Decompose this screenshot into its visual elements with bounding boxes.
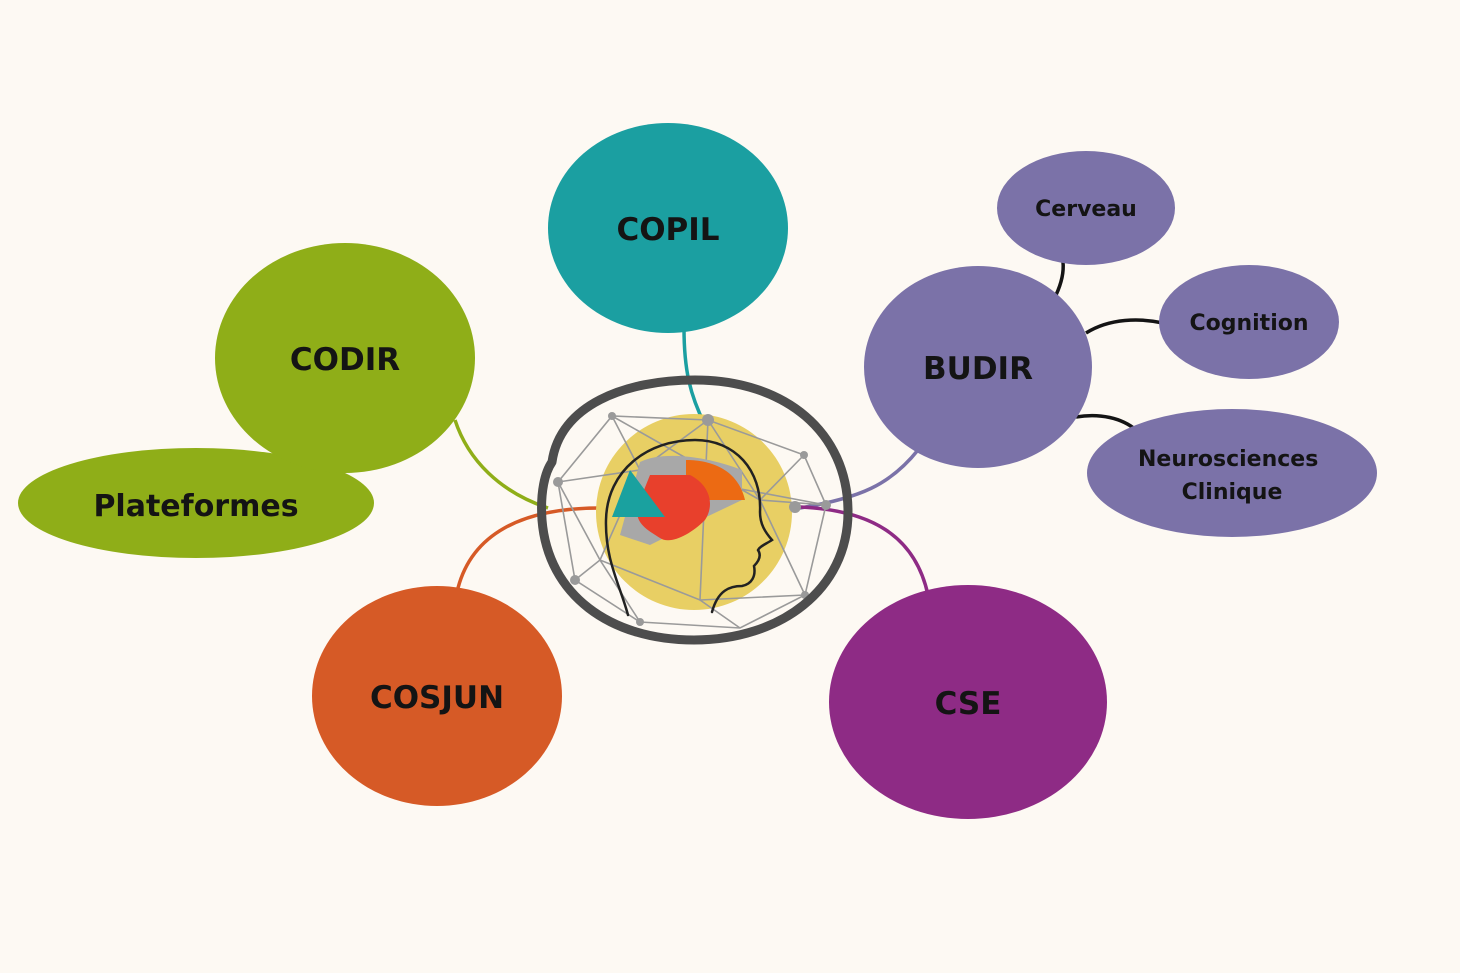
node-copil-bubble [548,123,788,333]
node-copil-label: COPIL [616,212,719,248]
node-cosjun-bubble [312,586,562,806]
connectors [453,261,1164,596]
brain-red-segment [637,475,710,541]
node-cosjun-label: COSJUN [370,680,504,716]
node-plateformes[interactable]: Plateformes [18,448,374,558]
node-codir-bubble [215,243,475,473]
connector-cse [799,505,930,596]
node-cognition-bubble [1159,265,1339,379]
node-copil[interactable]: COPIL [548,123,788,333]
node-cerveau[interactable]: Cerveau [997,151,1175,265]
node-cerveau-label: Cerveau [1035,197,1137,222]
brain-teal-segment [612,470,665,517]
node-neurosciences-clinique-bubble [1087,409,1377,537]
network-nodes [553,412,831,626]
node-neurosciences-clinique-line1: Neurosciences [1138,447,1318,472]
brain-icon [612,455,745,545]
connector-budir-neuro [1075,413,1138,432]
node-budir-bubble [864,266,1092,468]
node-cerveau-bubble [997,151,1175,265]
connector-budir-cerveau [1054,261,1065,296]
node-cse[interactable]: CSE [829,585,1107,819]
node-cosjun[interactable]: COSJUN [312,586,562,806]
node-cse-bubble [829,585,1107,819]
node-neurosciences-clinique-label: Neurosciences Clinique [1138,447,1326,505]
connector-budir [799,448,920,510]
node-neurosciences-clinique[interactable]: Neurosciences Clinique [1087,409,1377,537]
head-profile-icon [604,438,774,617]
node-codir-label: CODIR [290,342,400,378]
node-cse-label: CSE [935,686,1002,722]
node-cognition-label: Cognition [1189,311,1308,336]
center-emblem [537,375,853,645]
node-budir[interactable]: BUDIR [864,266,1092,468]
node-codir[interactable]: CODIR [215,243,475,473]
node-cognition[interactable]: Cognition [1159,265,1339,379]
center-ring [537,375,853,645]
node-budir-label: BUDIR [923,351,1033,387]
node-neurosciences-clinique-line2: Clinique [1182,480,1283,505]
connector-budir-cognition [1085,318,1164,335]
connector-codir [453,419,549,510]
node-plateformes-bubble [18,448,374,558]
node-plateformes-label: Plateformes [93,489,298,524]
